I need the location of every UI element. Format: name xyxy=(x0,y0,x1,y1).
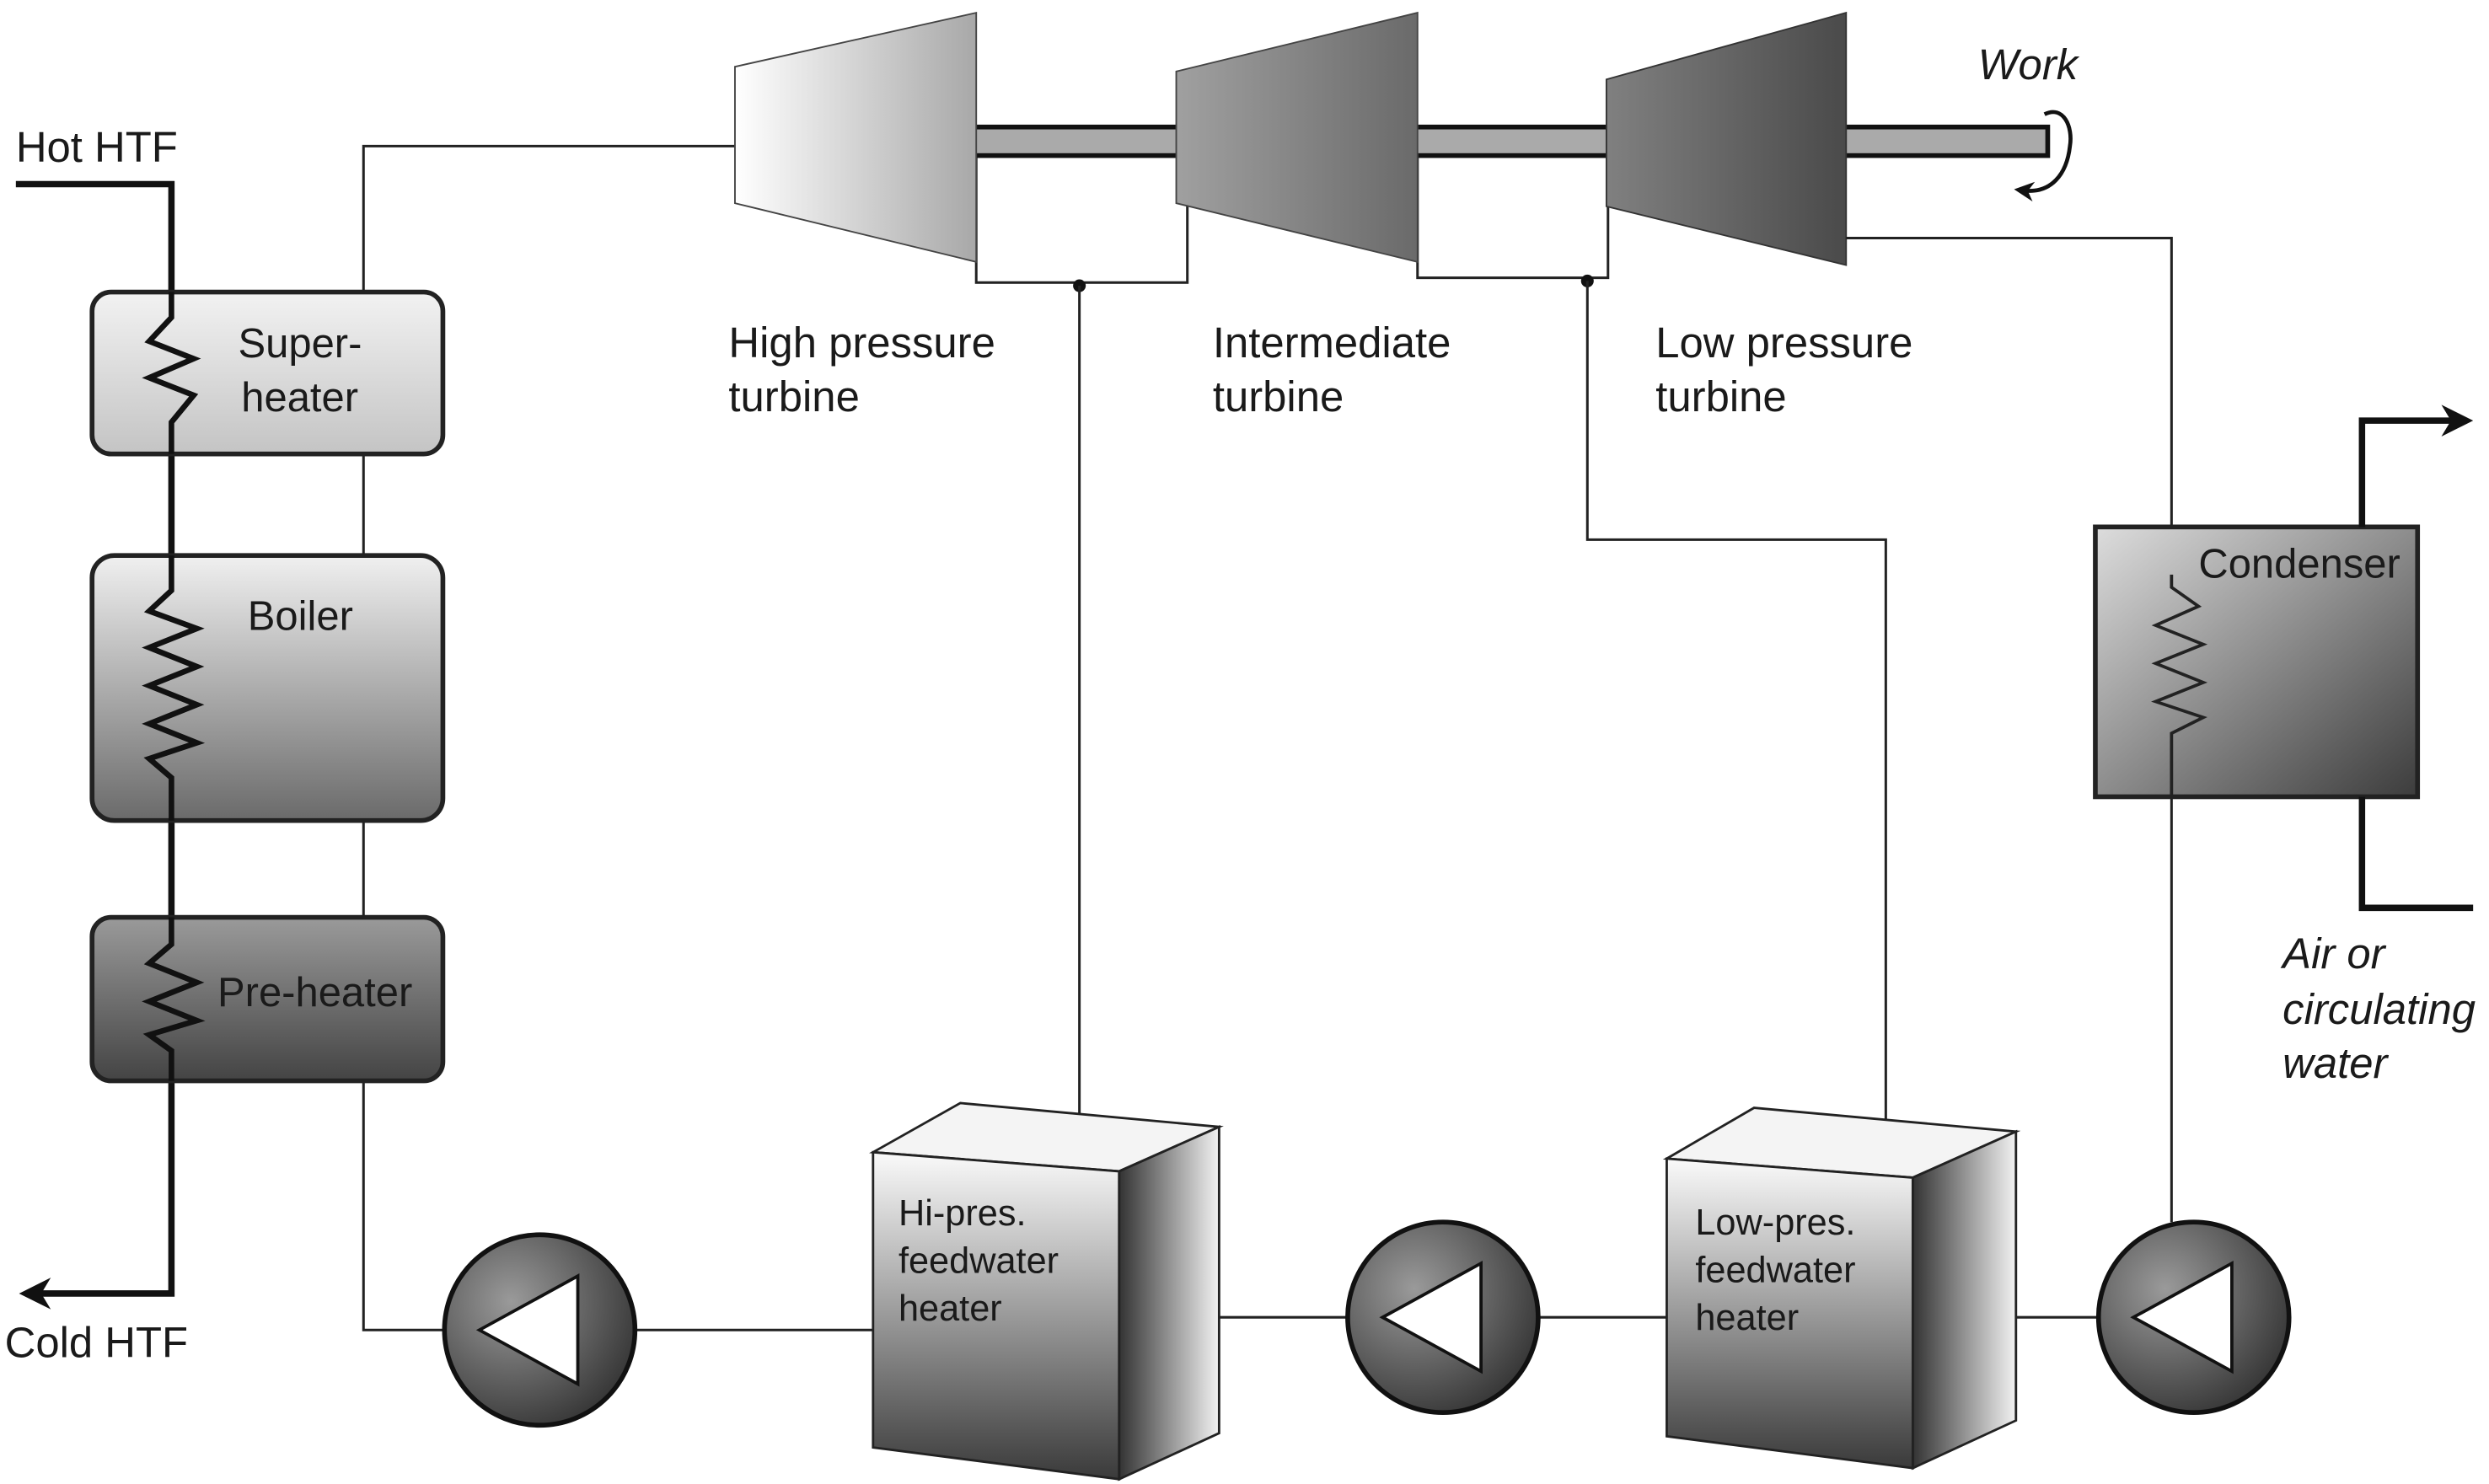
lp-feedwater-heater: Low-pres. feedwater heater xyxy=(1662,1106,2021,1471)
boiler-label: Boiler xyxy=(248,594,353,640)
intermediate-turbine xyxy=(1175,11,1419,264)
lp-heater-label-2: feedwater xyxy=(1695,1251,1855,1291)
coolant-label-3: water xyxy=(2282,1039,2389,1087)
cube-side-face xyxy=(1911,1129,2018,1471)
hp-feedwater-heater: Hi-pres. feedwater heater xyxy=(869,1101,1224,1481)
pump-triangle-icon xyxy=(1379,1260,1483,1374)
coolant-in-line xyxy=(2358,796,2474,912)
ip-exhaust-duct xyxy=(1416,154,1610,280)
preheater xyxy=(89,914,446,1084)
preheater-label: Pre-heater xyxy=(217,970,412,1015)
superheater-coil-icon xyxy=(142,292,201,454)
high-pressure-turbine xyxy=(734,11,978,264)
turbine-shaft xyxy=(968,124,2051,158)
cube-front-face xyxy=(872,1150,1121,1481)
coolant-out-line xyxy=(2358,404,2474,528)
lp-exhaust-line xyxy=(1846,237,2173,575)
condenser xyxy=(2093,524,2421,800)
hp-exhaust-duct xyxy=(974,154,1189,284)
lp-heater-label: Low-pres. xyxy=(1695,1203,1855,1243)
hp-heater-label-3: heater xyxy=(899,1288,1002,1329)
pump-to-preheater-line xyxy=(362,1080,445,1331)
coolant-label: Air or xyxy=(2280,930,2387,978)
work-label: Work xyxy=(1978,40,2080,88)
cube-side-face xyxy=(1118,1125,1220,1481)
preheater-coil-icon xyxy=(142,917,206,1081)
pump-triangle-icon xyxy=(2130,1260,2234,1374)
condenser-coil-icon xyxy=(2151,574,2208,797)
cold-htf-label: Cold HTF xyxy=(5,1318,188,1366)
lp-heater-label-3: heater xyxy=(1695,1298,1799,1338)
pump-triangle-icon xyxy=(475,1273,580,1387)
rotation-arrow-icon xyxy=(2014,110,2073,202)
lp-turbine-label-2: turbine xyxy=(1655,372,1786,421)
superheater-label: Super- xyxy=(238,321,362,367)
ip-turbine-label: Intermediate xyxy=(1213,319,1451,367)
condenser-label: Condenser xyxy=(2198,542,2400,587)
ip-extraction-line xyxy=(1585,281,1887,1140)
hp-heater-label-2: feedwater xyxy=(899,1240,1059,1281)
hot-htf-label: Hot HTF xyxy=(16,123,178,171)
superheater xyxy=(89,289,446,457)
steam-to-hp-line xyxy=(362,144,735,292)
ip-turbine-label-2: turbine xyxy=(1213,372,1344,421)
pump-1 xyxy=(442,1232,638,1428)
cube-front-face xyxy=(1666,1157,1914,1470)
pump-3 xyxy=(2095,1219,2292,1416)
pump-2 xyxy=(1345,1219,1541,1416)
coolant-label-2: circulating xyxy=(2282,985,2476,1033)
low-pressure-turbine xyxy=(1605,11,1848,266)
superheater-label-2: heater xyxy=(241,375,358,421)
hp-turbine-label-2: turbine xyxy=(728,372,859,421)
hp-heater-label: Hi-pres. xyxy=(899,1193,1027,1234)
boiler-coil-icon xyxy=(142,555,206,821)
lp-turbine-label: Low pressure xyxy=(1655,319,1912,367)
hp-turbine-label: High pressure xyxy=(728,319,995,367)
